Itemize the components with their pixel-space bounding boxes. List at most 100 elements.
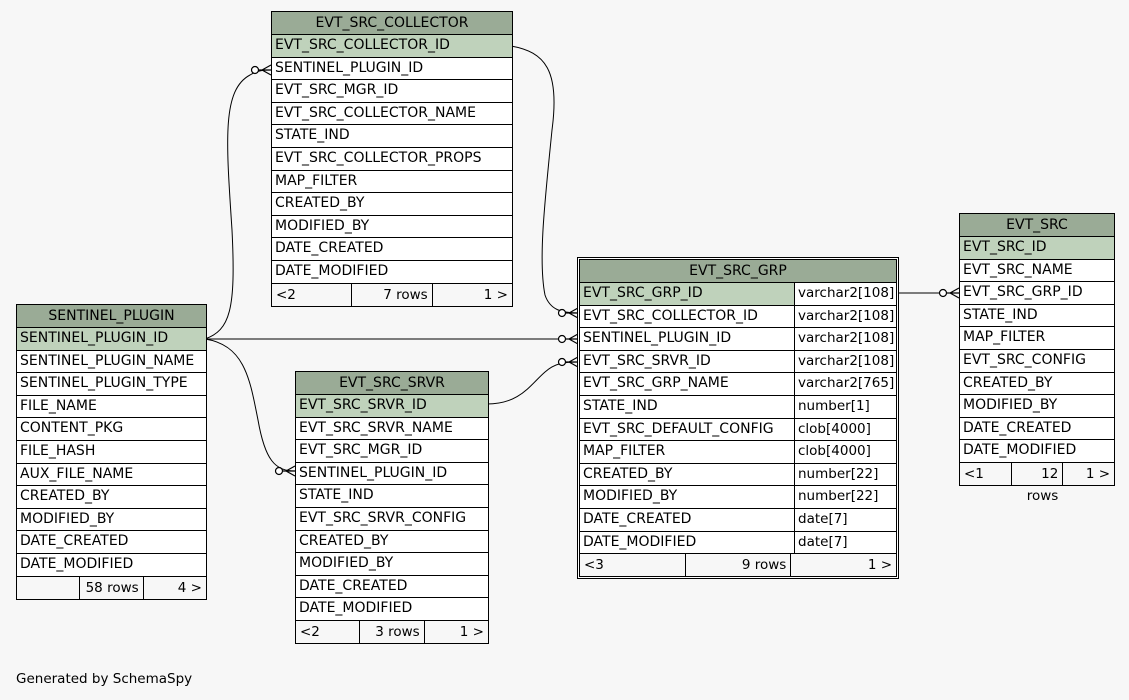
table-name[interactable]: EVT_SRC_SRVR [296,372,488,395]
column-type: clob[4000] [794,441,896,463]
link-plugin-srvr [204,338,296,477]
table-column[interactable]: CONTENT_PKG [17,418,206,441]
table-column[interactable]: AUX_FILE_NAME [17,464,206,487]
children-count: 1 > [459,623,484,640]
column-name: SENTINEL_PLUGIN_ID [583,330,732,347]
table-column[interactable]: DATE_MODIFIED [17,554,206,577]
table-column[interactable]: MODIFIED_BY [17,509,206,532]
table-column[interactable]: CREATED_BY number[22] [580,463,896,487]
column-name: MAP_FILTER [275,172,358,189]
table-column[interactable]: MODIFIED_BY [960,395,1114,418]
column-name: EVT_SRC_DEFAULT_CONFIG [583,420,774,437]
column-name: CREATED_BY [583,465,673,482]
table-name[interactable]: EVT_SRC [960,214,1114,237]
table-column[interactable]: EVT_SRC_NAME [960,260,1114,283]
table-column[interactable]: SENTINEL_PLUGIN_TYPE [17,373,206,396]
column-name: EVT_SRC_COLLECTOR_ID [583,307,758,324]
column-name: DATE_MODIFIED [963,442,1077,459]
table-column[interactable]: MAP_FILTER [960,327,1114,350]
table-column[interactable]: FILE_NAME [17,396,206,419]
table-srvr[interactable]: EVT_SRC_SRVR EVT_SRC_SRVR_ID EVT_SRC_SRVR_… [295,371,489,644]
column-name: MODIFIED_BY [963,397,1058,414]
column-name: EVT_SRC_GRP_ID [583,285,703,301]
primary-key-column[interactable]: EVT_SRC_ID [960,237,1114,260]
table-column[interactable]: EVT_SRC_COLLECTOR_ID varchar2[108] [580,305,896,329]
column-name: MODIFIED_BY [275,217,370,234]
table-column[interactable]: MAP_FILTER [272,171,512,194]
table-column[interactable]: CREATED_BY [17,486,206,509]
table-column[interactable]: FILE_HASH [17,441,206,464]
column-name: EVT_SRC_MGR_ID [275,82,399,99]
column-type: date[7] [794,508,896,531]
table-column[interactable]: STATE_IND [296,485,488,508]
table-column[interactable]: EVT_SRC_SRVR_NAME [296,418,488,441]
column-name: STATE_IND [299,487,374,504]
column-name: DATE_CREATED [275,240,384,257]
table-column[interactable]: EVT_SRC_MGR_ID [272,80,512,103]
column-name: FILE_HASH [20,442,96,459]
table-column[interactable]: EVT_SRC_CONFIG [960,350,1114,373]
table-column[interactable]: MODIFIED_BY [272,216,512,239]
table-column[interactable]: CREATED_BY [960,373,1114,396]
column-type: varchar2[108] [794,305,896,328]
column-type: varchar2[108] [794,328,896,350]
column-name: FILE_NAME [20,397,97,414]
column-name: EVT_SRC_SRVR_ID [299,397,427,413]
link-srvr-grp [486,356,579,405]
row-count: 58 rows [79,576,144,599]
column-name: CREATED_BY [20,488,110,505]
column-type: number[22] [794,463,896,486]
table-column[interactable]: DATE_MODIFIED [296,598,488,621]
primary-key-column[interactable]: SENTINEL_PLUGIN_ID [17,328,206,351]
column-name: MODIFIED_BY [299,555,394,572]
table-column[interactable]: DATE_CREATED [960,418,1114,441]
parents-count: <2 [300,623,320,640]
children-count: 4 > [177,579,202,596]
table-column[interactable]: SENTINEL_PLUGIN_ID [272,58,512,81]
column-name: EVT_SRC_COLLECTOR_NAME [275,104,476,121]
column-type: varchar2[108] [794,350,896,373]
table-column[interactable]: MODIFIED_BY [296,553,488,576]
table-column[interactable]: EVT_SRC_GRP_ID [960,282,1114,305]
table-column[interactable]: CREATED_BY [272,193,512,216]
primary-key-column[interactable]: EVT_SRC_SRVR_ID [296,395,488,418]
table-column[interactable]: EVT_SRC_MGR_ID [296,440,488,463]
table-column[interactable]: EVT_SRC_COLLECTOR_NAME [272,103,512,126]
table-column[interactable]: DATE_MODIFIED [272,261,512,284]
table-name[interactable]: EVT_SRC_COLLECTOR [272,12,512,35]
table-column[interactable]: DATE_MODIFIED [960,440,1114,463]
table-column[interactable]: STATE_IND [272,125,512,148]
table-column[interactable]: DATE_CREATED [17,531,206,554]
table-name[interactable]: SENTINEL_PLUGIN [17,305,206,328]
column-name: EVT_SRC_COLLECTOR_ID [275,37,450,53]
table-column[interactable]: SENTINEL_PLUGIN_NAME [17,351,206,374]
table-column[interactable]: STATE_IND [960,305,1114,328]
table-column[interactable]: EVT_SRC_SRVR_CONFIG [296,508,488,531]
table-column[interactable]: CREATED_BY [296,531,488,554]
table-name[interactable]: EVT_SRC_GRP [580,260,896,283]
table-column[interactable]: SENTINEL_PLUGIN_ID [296,463,488,486]
primary-key-column[interactable]: EVT_SRC_COLLECTOR_ID [272,35,512,58]
column-name: DATE_MODIFIED [20,555,134,572]
table-collector[interactable]: EVT_SRC_COLLECTOR EVT_SRC_COLLECTOR_ID SEN… [271,11,513,307]
generated-by-credit: Generated by SchemaSpy [16,671,193,687]
parents-count: <1 [964,465,984,482]
table-column[interactable]: DATE_CREATED [296,576,488,599]
table-column[interactable]: EVT_SRC_COLLECTOR_PROPS [272,148,512,171]
column-name: SENTINEL_PLUGIN_ID [275,59,424,76]
table-column[interactable]: SENTINEL_PLUGIN_ID varchar2[108] [580,328,896,351]
table-column[interactable]: DATE_CREATED [272,238,512,261]
